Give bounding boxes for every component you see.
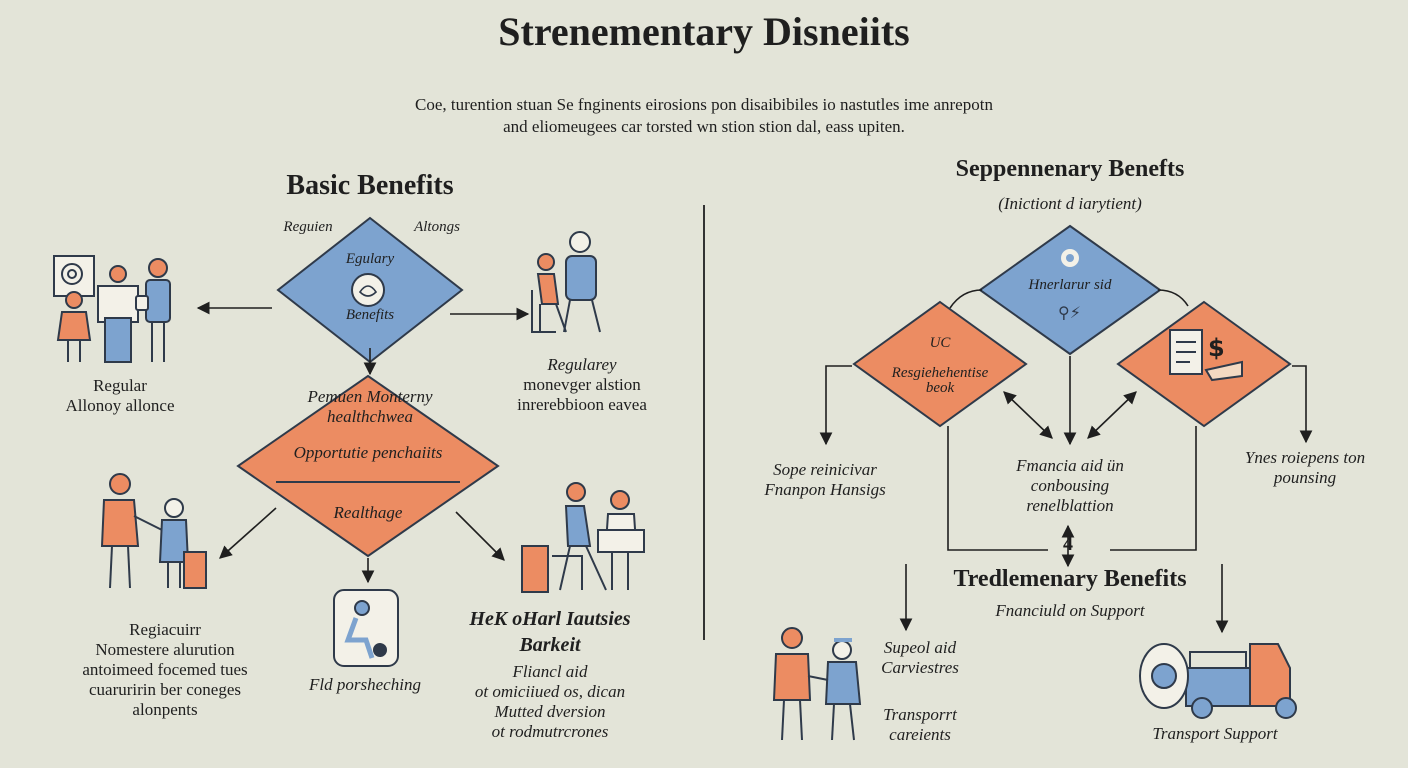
supp-left-diamond-text: UC Resgiehehentise <box>891 335 989 381</box>
arrow-br <box>455 511 505 561</box>
supp-bottom-left-labels: Supeol aid Carviestres <box>881 638 959 677</box>
supp-left-diamond-line3: beok <box>925 380 955 396</box>
basic-mid-line2: Realthage <box>333 503 403 522</box>
supp-bottom-left-labels2: Transporrt careients <box>883 705 957 744</box>
basic-left-caption: Regular Allonoy allonce <box>65 376 175 415</box>
basic-mid-line1: Opportutie penchaiits <box>293 443 443 462</box>
basic-right-caption: Regularey monevger alstion inrerebbioon … <box>517 355 647 414</box>
basic-heading: Basic Benefits <box>286 170 454 201</box>
tre-subheading: Fnanciuld on Support <box>995 601 1145 620</box>
supp-right-diamond <box>1116 300 1292 428</box>
mobility-aid-icon <box>333 589 399 667</box>
basic-bottom-center-caption: Fld porsheching <box>309 675 421 694</box>
truck-icon <box>1139 643 1297 719</box>
supp-left-caption: Sope reinicivar Fnanpon Hansigs <box>764 460 886 499</box>
basic-mid-above: Pemuen Monterny healthchwea <box>307 387 433 426</box>
supp-top-line1: Hnerlarur sid <box>1028 277 1112 293</box>
caregivers-illustration <box>772 627 862 741</box>
supp-center-badge: 4 <box>1063 533 1073 555</box>
basic-bottom-right-caption: Fliancl aid ot omiciiued os, dican Mutte… <box>474 662 626 741</box>
document-dollar-icon <box>1169 329 1243 382</box>
tre-heading: Tredlemenary Benefits <box>953 566 1187 592</box>
gear-icon <box>1061 249 1079 267</box>
page-title: Strenementary Disneiits <box>498 9 910 54</box>
basic-mid-diamond <box>236 374 500 558</box>
supp-top-diamond <box>978 224 1162 356</box>
basic-bottom-left-caption: Regiacuirr Nomestere alurution antoimeed… <box>82 620 248 719</box>
basic-diamond-top-line1: Egulary <box>345 251 395 267</box>
svg-text:$: $ <box>1208 334 1225 362</box>
supp-center-caption: Fmancia aid ün conbousing renelblattion <box>1016 456 1124 515</box>
intro-text: Coe, turention stuan Se fnginents eirosi… <box>415 95 993 136</box>
family-office-illustration <box>53 255 171 363</box>
arrow-bl <box>219 507 277 559</box>
basic-bottom-right-title: HeK oHarl Iautsies Barkeit <box>469 608 631 656</box>
basic-label-right: Altongs <box>414 219 460 235</box>
supp-bottom-right-caption: Transport Support <box>1152 724 1278 743</box>
supp-right-caption: Ynes roiepens ton pounsing <box>1244 448 1366 487</box>
svg-text:⚲⚡: ⚲⚡ <box>1058 303 1081 322</box>
badge-icon <box>351 273 385 307</box>
basic-label-left: Reguien <box>283 219 333 235</box>
supp-subheading: (Inictiont d iarytient) <box>998 194 1142 213</box>
desk-work-illustration <box>521 482 645 593</box>
supp-left-diamond <box>852 300 1028 428</box>
supp-heading: Seppennenary Benefts <box>955 156 1185 182</box>
seated-people-illustration <box>531 231 601 333</box>
adult-child-illustration <box>100 473 207 589</box>
basic-diamond-top-line2: Benefits <box>345 307 395 323</box>
